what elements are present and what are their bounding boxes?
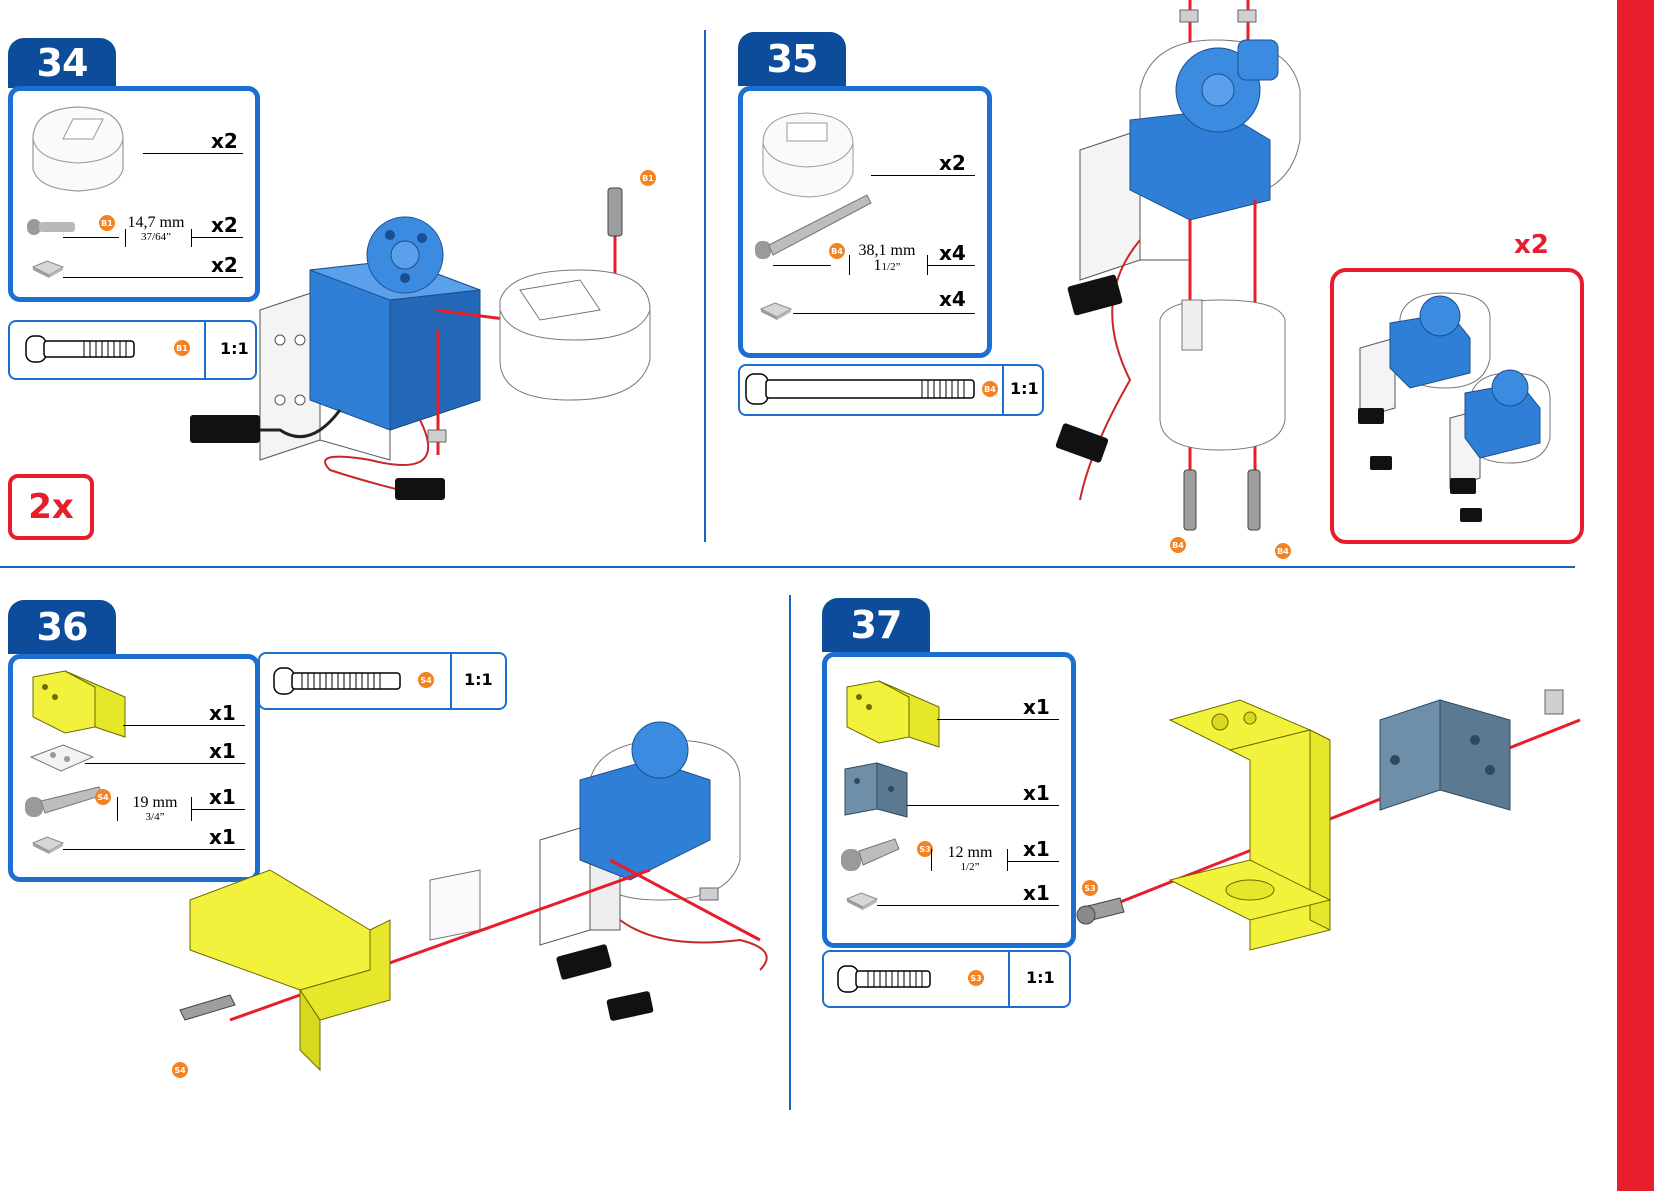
step-number-34: 34 xyxy=(8,38,116,88)
step-number-37: 37 xyxy=(822,598,930,652)
servo-assembly-illustration-35 xyxy=(1070,0,1370,560)
yellow-bracket-icon xyxy=(25,667,135,737)
gray-bracket-icon xyxy=(841,761,911,821)
screw-icon xyxy=(841,835,901,875)
scale-ratio: 1:1 xyxy=(1010,379,1039,398)
qty-underline xyxy=(1007,861,1059,862)
scale-badge: B1 xyxy=(174,340,190,356)
round-bracket-part-icon xyxy=(23,99,143,199)
scale-ratio: 1:1 xyxy=(1026,968,1055,987)
white-plate-icon xyxy=(27,741,97,777)
column-divider-top xyxy=(704,30,706,542)
qty-label: x2 xyxy=(939,151,966,175)
scale-separator xyxy=(450,654,452,708)
screw-scale-icon xyxy=(26,334,136,364)
inset-multiplier: x2 xyxy=(1514,230,1549,260)
bracket-assembly-illustration-37 xyxy=(1080,700,1600,1000)
step-number-36: 36 xyxy=(8,600,116,654)
callout-badge: S4 xyxy=(172,1062,188,1078)
qty-underline xyxy=(871,175,975,176)
part-badge: B4 xyxy=(829,243,845,259)
qty-underline xyxy=(793,313,975,314)
parts-list-35: x2 B4 38,1 mm 11/2” x4 x4 xyxy=(738,86,992,358)
row-divider xyxy=(0,566,1575,568)
qty-label: x1 xyxy=(1023,781,1050,805)
qty-underline xyxy=(773,265,831,266)
screw-scale-icon xyxy=(838,964,938,994)
qty-underline xyxy=(937,719,1059,720)
repeat-inset-frame xyxy=(1330,268,1584,544)
scale-guide-36: S4 1:1 xyxy=(258,652,507,710)
qty-underline xyxy=(927,265,975,266)
dimension-label: 14,7 mm 37/64” xyxy=(121,215,191,245)
qty-label: x1 xyxy=(1023,881,1050,905)
qty-label: x1 xyxy=(1023,837,1050,861)
square-nut-icon xyxy=(31,835,65,855)
scale-ratio: 1:1 xyxy=(464,670,493,689)
scale-badge: S4 xyxy=(418,672,434,688)
qty-label: x4 xyxy=(939,287,966,311)
square-nut-icon xyxy=(845,891,879,911)
screw-icon xyxy=(27,215,77,239)
part-badge: S4 xyxy=(95,789,111,805)
scale-separator xyxy=(1008,952,1010,1006)
square-nut-icon xyxy=(759,301,793,321)
parts-list-37: x1 x1 S3 12 mm 1/2” x1 x1 xyxy=(822,652,1076,948)
dimension-label: 12 mm 1/2” xyxy=(933,845,1007,875)
square-nut-icon xyxy=(31,259,65,279)
scale-separator xyxy=(1002,366,1004,414)
page-edge-strip xyxy=(1617,0,1654,1191)
callout-badge: B1 xyxy=(640,170,656,186)
servo-assembly-illustration-34 xyxy=(190,160,650,560)
screw-scale-icon xyxy=(274,666,404,696)
step-number-35: 35 xyxy=(738,32,846,86)
bracket-servo-assembly-illustration-36 xyxy=(180,720,800,1080)
qty-label: x1 xyxy=(1023,695,1050,719)
yellow-bracket-icon xyxy=(839,677,949,747)
scale-badge: B4 xyxy=(982,381,998,397)
callout-badge: S3 xyxy=(1082,880,1098,896)
inset-servo-pair-illustration xyxy=(1340,278,1570,528)
screw-icon xyxy=(25,785,105,821)
dim-tick xyxy=(125,229,126,247)
round-bracket-part-icon xyxy=(757,103,867,203)
dim-tick xyxy=(931,849,932,871)
qty-underline xyxy=(143,153,243,154)
scale-guide-37: S3 1:1 xyxy=(822,950,1071,1008)
dim-tick xyxy=(1007,849,1008,871)
dimension-label: 38,1 mm 11/2” xyxy=(847,243,927,275)
part-badge: B1 xyxy=(99,215,115,231)
long-screw-scale-icon xyxy=(746,372,976,406)
qty-label: x2 xyxy=(211,129,238,153)
scale-guide-35: B4 1:1 xyxy=(738,364,1044,416)
callout-badge: B4 xyxy=(1170,537,1186,553)
scale-badge: S3 xyxy=(968,970,984,986)
qty-label: x4 xyxy=(939,241,966,265)
qty-underline xyxy=(877,905,1059,906)
dim-tick xyxy=(849,255,850,275)
callout-badge: B4 xyxy=(1275,543,1291,559)
qty-underline xyxy=(63,237,119,238)
dim-tick xyxy=(117,797,118,821)
repeat-2x-badge: 2x xyxy=(8,474,94,540)
qty-underline xyxy=(907,805,1059,806)
